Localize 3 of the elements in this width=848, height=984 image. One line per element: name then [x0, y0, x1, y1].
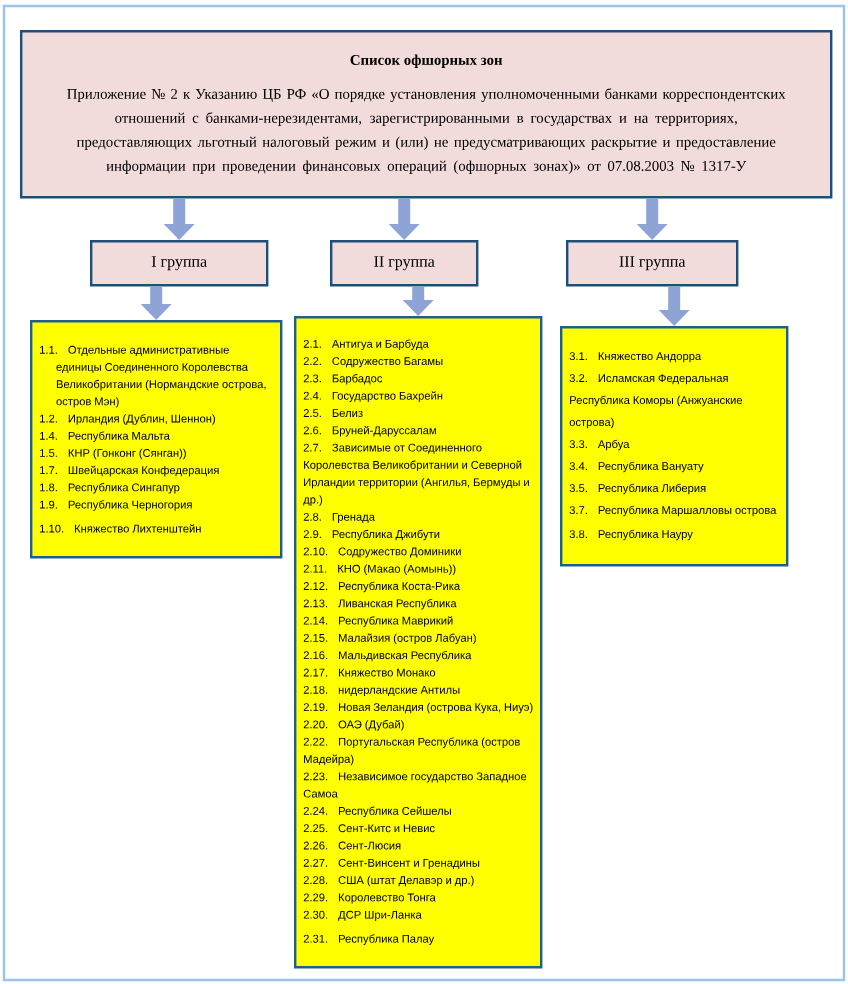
group-box: II группа: [330, 240, 479, 287]
group-box: I группа: [90, 240, 269, 287]
group-box: III группа: [566, 240, 739, 287]
